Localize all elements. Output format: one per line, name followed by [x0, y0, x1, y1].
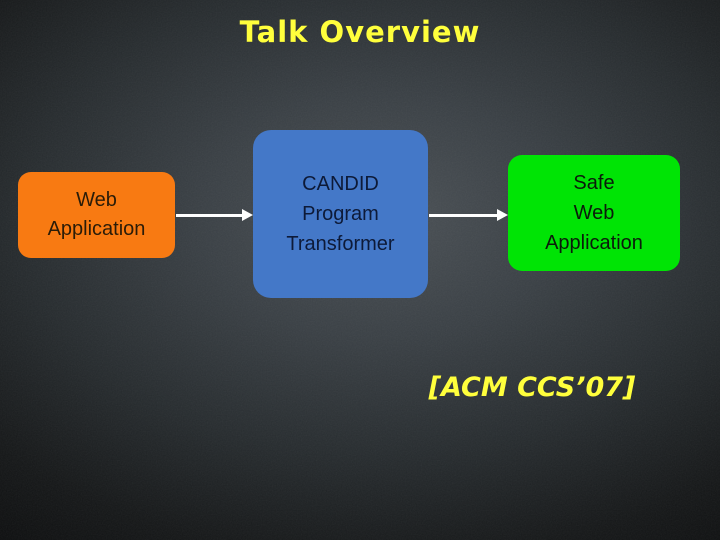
node-label-line: CANDID	[302, 173, 379, 195]
node-label-line: Application	[545, 232, 643, 254]
arrow-shaft	[176, 213, 244, 217]
node-label-line: Transformer	[286, 233, 395, 255]
node-web-application: Web Application	[18, 172, 175, 258]
citation-text: [ACM CCS’07]	[428, 372, 636, 403]
arrow-shaft	[429, 213, 499, 217]
node-candid-program-transformer: CANDID Program Transformer	[253, 130, 428, 298]
node-label-line: Web	[76, 189, 117, 211]
node-label-line: Program	[302, 203, 379, 225]
connector-arrow-candid-to-safe	[429, 209, 508, 221]
node-label-line: Safe	[573, 172, 615, 194]
slide-title: Talk Overview	[239, 15, 481, 49]
node-safe-web-application: Safe Web Application	[508, 155, 680, 271]
arrow-head-icon	[497, 209, 508, 221]
arrow-head-icon	[242, 209, 253, 221]
node-label-line: Web	[573, 202, 615, 224]
node-label-line: Application	[47, 218, 146, 240]
connector-arrow-web-to-candid	[176, 209, 253, 221]
